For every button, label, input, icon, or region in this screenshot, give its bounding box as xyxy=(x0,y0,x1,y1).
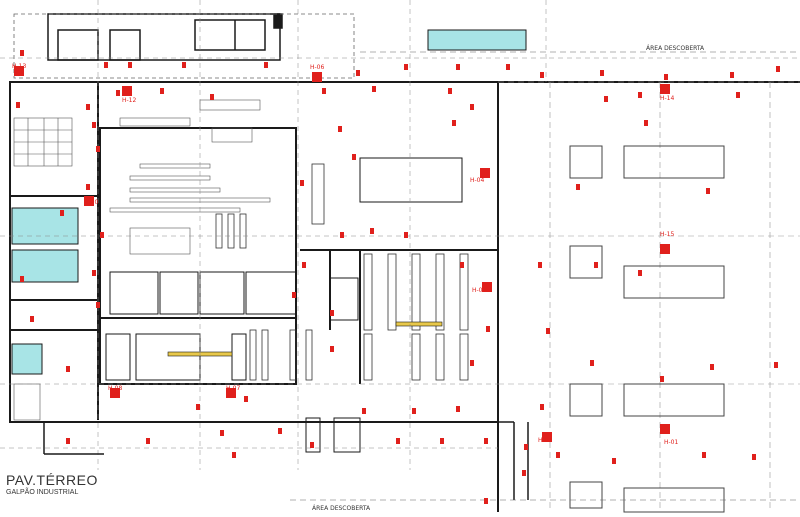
building-walls xyxy=(9,81,499,423)
storage-racks xyxy=(215,163,469,381)
hydrant-label-h15: H-15 xyxy=(660,231,674,238)
hydrant-label-h06: H-06 xyxy=(310,64,324,71)
hydrant-label-h08: H-08 xyxy=(108,385,122,392)
area-label-top: ÁREA DESCOBERTA xyxy=(646,45,705,52)
hydrant-label-h14: H-14 xyxy=(660,95,674,102)
bottom-boundary xyxy=(43,421,529,500)
area-label-bottom: ÁREA DESCOBERTA xyxy=(312,505,371,512)
top-building-block xyxy=(47,13,283,61)
hydrant-label-h12: H-12 xyxy=(122,97,136,104)
restroom-fixtures xyxy=(13,117,73,421)
hydrant-label-h04: H-04 xyxy=(470,177,484,184)
hydrant-label-h05: H-05 xyxy=(472,287,486,294)
right-shed-columns xyxy=(569,145,725,513)
fire-extinguishers xyxy=(16,50,780,504)
yellow-marking-lines xyxy=(167,321,443,357)
drawing-title: PAV.TÉRREO xyxy=(6,472,98,488)
hydrant-label-h07: H-07 xyxy=(226,385,240,392)
drawing-title-block: PAV.TÉRREO GALPÃO INDUSTRIAL xyxy=(6,472,98,496)
hydrant-boxes xyxy=(14,66,670,442)
interior-rooms xyxy=(105,271,361,453)
hydrant-label-h10: H-10 xyxy=(84,199,98,206)
central-room xyxy=(359,157,463,203)
hydrant-label-h02: H-02 xyxy=(538,437,552,444)
right-shed-grid xyxy=(498,81,800,512)
site-boundary-top xyxy=(13,13,355,79)
hydrant-label-h01: H-01 xyxy=(664,439,678,446)
site-grid-lines xyxy=(0,0,800,470)
hydrant-label-h13: H-13 xyxy=(12,63,26,70)
drawing-subtitle: GALPÃO INDUSTRIAL xyxy=(6,489,79,496)
wet-areas xyxy=(11,29,527,375)
